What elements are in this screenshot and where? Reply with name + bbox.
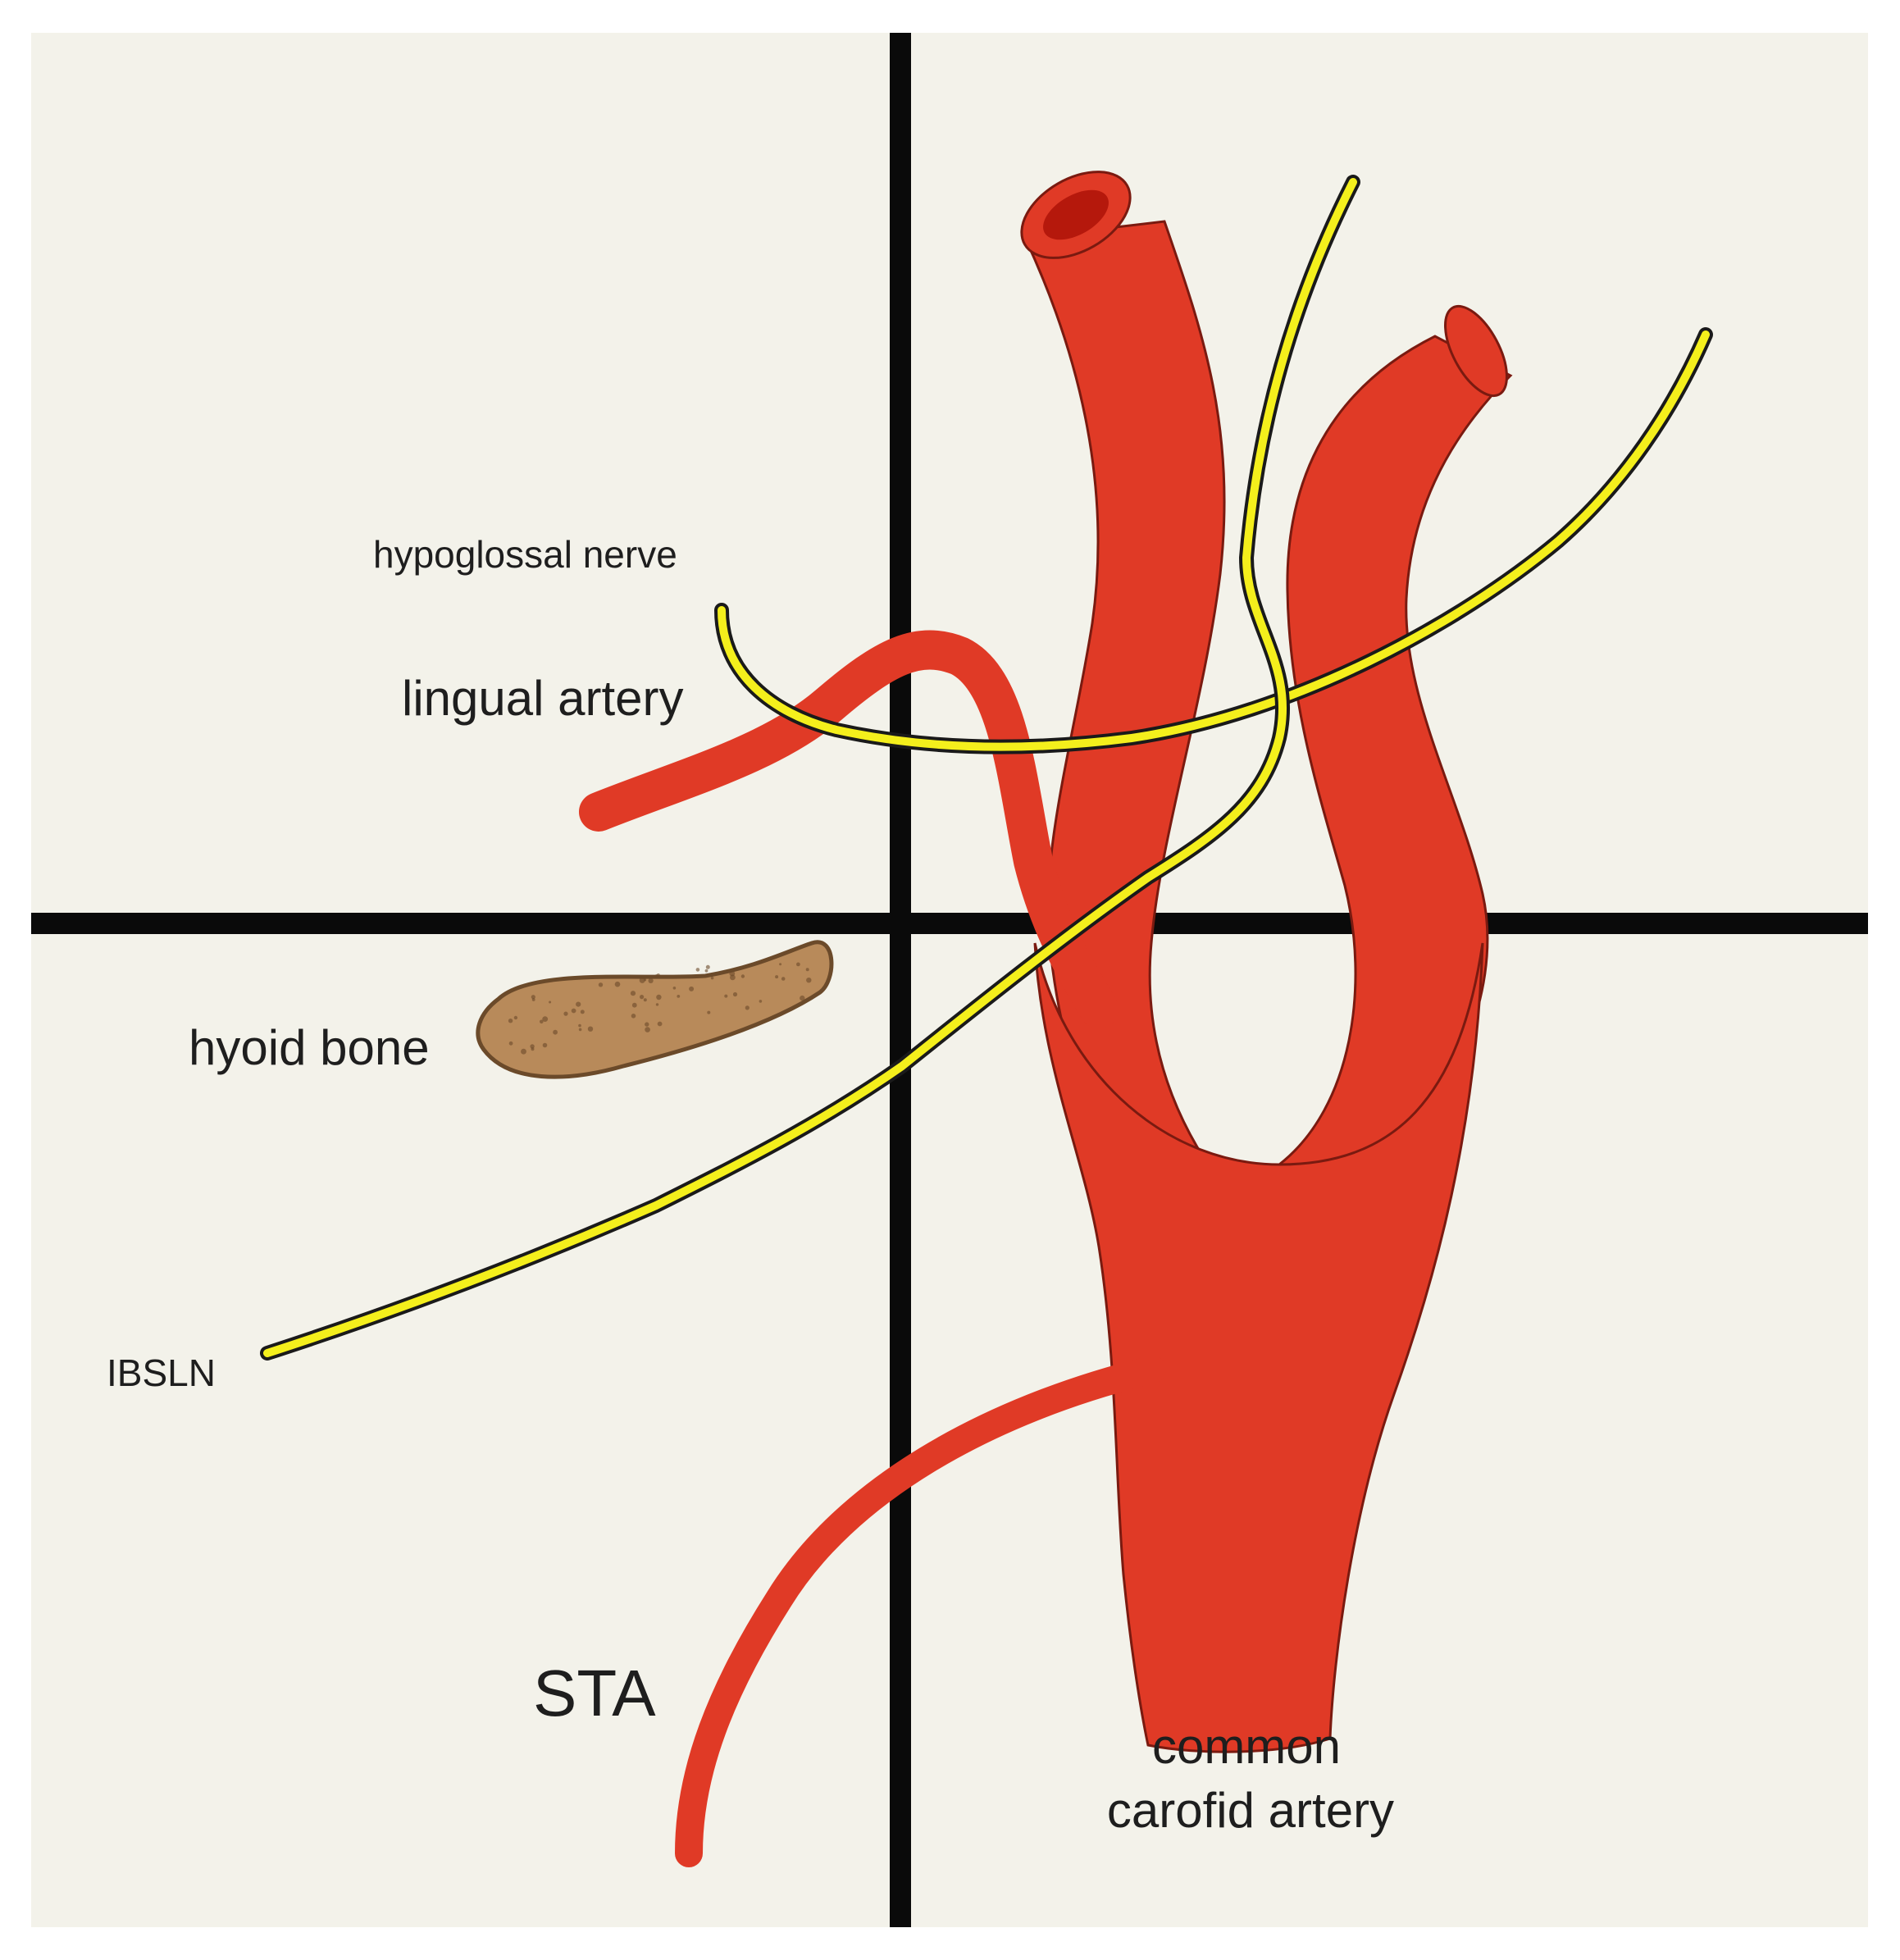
hyoid-speckle [657,1021,663,1027]
hyoid-speckle [631,1014,636,1019]
hyoid-speckle [779,963,782,966]
hyoid-speckle [578,1028,582,1032]
superior-thyroid-artery [675,1356,1166,1867]
label-ibsln: IBSLN [107,1351,216,1394]
hyoid-speckle [781,977,786,981]
hyoid-speckle [580,1010,585,1014]
hyoid-speckle [513,1015,518,1020]
hyoid-speckle [508,1041,513,1046]
hyoid-speckle [531,995,535,1000]
hyoid-speckle [540,1019,544,1024]
label-hyoid-bone: hyoid bone [189,1020,430,1075]
hyoid-speckle [654,974,658,978]
hyoid-speckle [796,962,800,967]
hyoid-speckle [710,976,714,980]
hyoid-speckle [740,974,745,978]
internal-carotid-lumen [1444,304,1508,398]
hyoid-speckle [759,961,762,964]
ibsln-nerve [263,178,1357,1357]
common-carotid-artery [1033,942,1484,1753]
hyoid-speckle [745,1005,750,1010]
carotid-artery-system [1020,171,1513,1753]
hyoid-speckle [705,964,710,969]
hyoid-speckle [631,1002,637,1008]
hyoid-speckle [655,1003,659,1006]
hyoid-speckle [656,994,662,1001]
hyoid-speckle [732,991,738,997]
hyoid-speckle [730,974,736,981]
label-common-carotid-line2: carofid artery [1107,1783,1394,1838]
hyoid-speckle [677,995,681,998]
hyoid-speckle [521,1048,526,1055]
hyoid-speckle [643,998,647,1002]
hyoid-speckle [645,1022,649,1027]
hyoid-speckle [640,995,645,1000]
external-carotid-lumen-inner [1043,189,1109,240]
hyoid-speckle [563,1011,568,1016]
hyoid-speckle [800,995,805,1001]
background-panel [31,33,1868,1927]
hyoid-speckle [630,991,636,996]
hyoid-speckle [672,987,677,990]
hyoid-speckle [724,994,728,998]
hyoid-speckle [805,968,809,972]
nerves [260,175,1713,1361]
hyoid-speckle [553,1029,558,1035]
hyoid-speckle [689,986,695,991]
hyoid-speckle [530,1044,535,1049]
hyoid-speckle [571,1008,576,1014]
hyoid-speckle [775,975,779,979]
lingual-artery [579,630,1119,1028]
hyoid-speckle [759,1000,763,1003]
hyoid-speckle [531,1047,535,1051]
label-common-carotid-line1: common [1152,1719,1341,1774]
hyoid-speckle [704,969,709,973]
hyoid-speckle [578,1023,581,1028]
label-hypoglossal-nerve: hypoglossal nerve [373,533,677,576]
hyoid-speckle [598,982,604,987]
hyoid-speckle [695,968,700,972]
hyoid-speckle [531,998,535,1001]
hyoid-speckle [576,1001,581,1007]
hyoid-bone [476,940,834,1079]
hyoid-speckle [542,1016,549,1022]
hyoid-speckle [549,1001,552,1004]
label-sta: STA [533,1657,656,1730]
hyoid-bone-texture [508,961,812,1055]
hyoid-speckle [508,1019,513,1023]
hyoid-speckle [614,981,621,987]
hypoglossal-nerve [718,330,1710,751]
hyoid-speckle [645,1027,650,1032]
hyoid-speckle [648,978,654,983]
hyoid-speckle [542,1042,548,1048]
hyoid-speckle [587,1026,594,1032]
hyoid-speckle [707,1010,711,1014]
hyoid-speckle [639,977,645,983]
hyoid-speckle [806,978,812,983]
label-lingual-artery: lingual artery [402,671,684,726]
